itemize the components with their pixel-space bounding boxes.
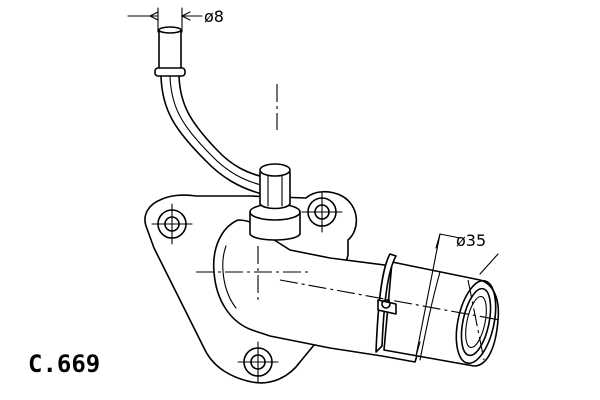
top-fitting-boss [249, 163, 301, 241]
outlet-diameter-label: ø35 [456, 231, 486, 250]
part-code: C.669 [28, 350, 100, 378]
pipe-diameter-dimension: ø8 [127, 7, 224, 33]
bolt-hole-left [151, 203, 193, 245]
small-bent-pipe [154, 26, 269, 195]
outlet-diameter-dimension: ø35 [415, 231, 499, 357]
pipe-diameter-label: ø8 [204, 7, 224, 26]
bolt-hole-bottom [237, 341, 279, 383]
bolt-hole-right [301, 191, 343, 233]
outlet-cross-centerline [467, 279, 485, 361]
outlet-centerline [279, 279, 501, 321]
